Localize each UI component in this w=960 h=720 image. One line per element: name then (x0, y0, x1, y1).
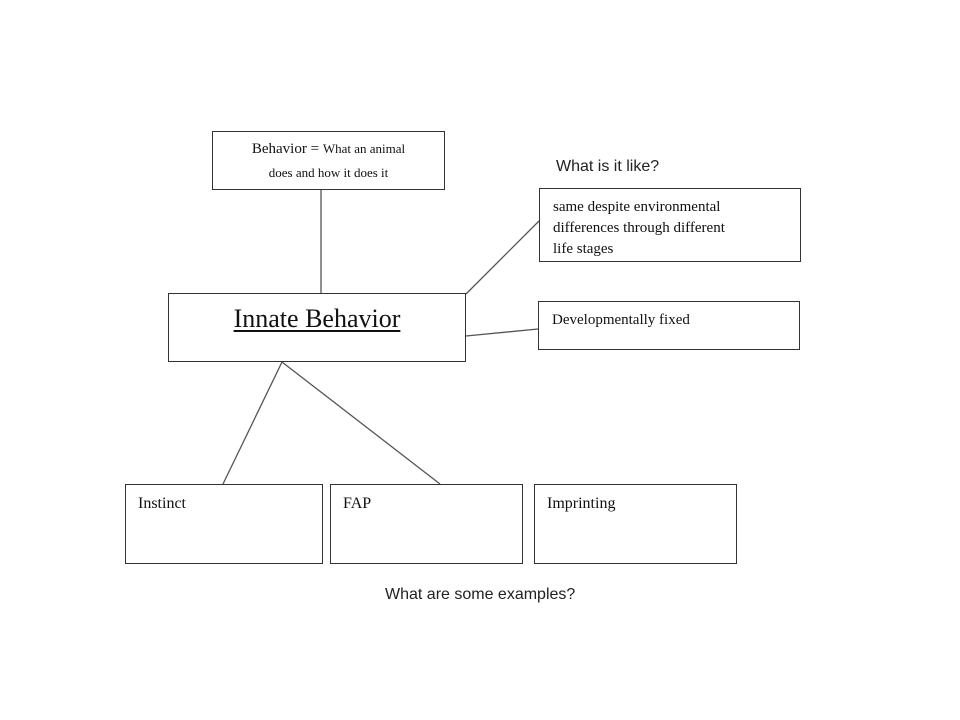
example-box-imprinting: Imprinting (534, 484, 737, 564)
characteristic-box-1: same despite environmental differences t… (539, 188, 801, 262)
characteristic-box-2: Developmentally fixed (538, 301, 800, 350)
characteristics-question: What is it like? (556, 158, 660, 175)
characteristic-1-line-3: life stages (553, 241, 614, 257)
central-concept-title: Innate Behavior (233, 304, 401, 333)
characteristic-1-line-1: same despite environmental (553, 199, 721, 215)
central-concept-box: Innate Behavior (168, 293, 466, 362)
definition-text-1: What an animal (322, 141, 406, 156)
connector-concept-to-fap (281, 361, 441, 485)
definition-text-2: does and how it does it (268, 165, 389, 180)
definition-line-1: Behavior = What an animal (213, 141, 444, 158)
example-box-instinct: Instinct (125, 484, 323, 564)
connector-concept-to-characteristic-2 (465, 328, 539, 337)
example-label-instinct: Instinct (138, 495, 186, 512)
definition-box: Behavior = What an animal does and how i… (212, 131, 445, 190)
example-label-fap: FAP (343, 495, 372, 512)
example-box-fap: FAP (330, 484, 523, 564)
characteristic-1-text: same despite environmental differences t… (553, 197, 725, 260)
examples-question: What are some examples? (385, 586, 576, 603)
example-label-imprinting: Imprinting (547, 495, 616, 512)
connector-concept-to-instinct (222, 361, 283, 485)
characteristic-2-line-1: Developmentally fixed (552, 312, 690, 328)
connector-concept-to-characteristic-1 (465, 220, 540, 295)
definition-term: Behavior = (251, 141, 320, 157)
characteristic-1-line-2: differences through different (553, 220, 725, 236)
